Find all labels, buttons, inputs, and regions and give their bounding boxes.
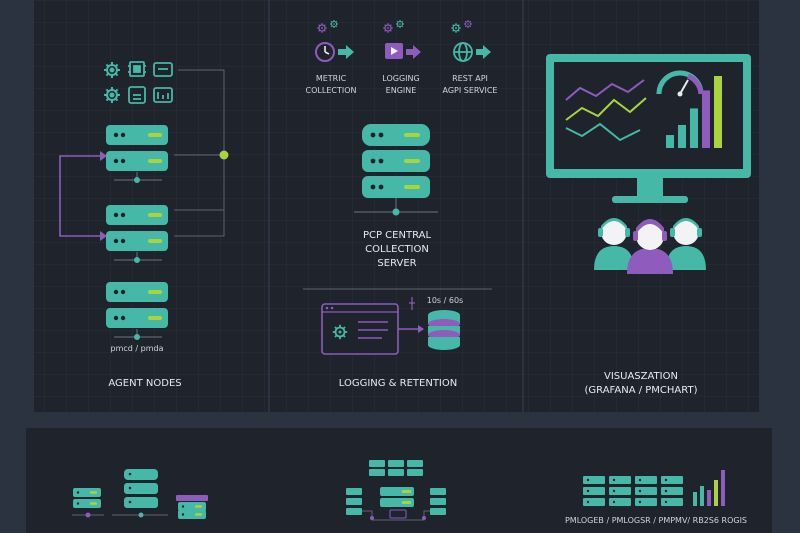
- user-icon-center: [627, 219, 673, 274]
- bar-chart-icon: [666, 76, 722, 148]
- arrow-right-icon: [338, 45, 354, 59]
- agent-rack-1: [106, 125, 168, 183]
- settings-icon: [103, 86, 121, 104]
- chip-icon: [128, 61, 146, 77]
- disk-icon: [128, 86, 146, 104]
- visualization-title-line1: VISUASZATION: [604, 371, 678, 382]
- bottom-left-cluster: [72, 469, 208, 519]
- network-icon: [153, 87, 173, 103]
- agent-rack-2: [106, 205, 168, 263]
- agent-nodes-title: AGENT NODES: [108, 378, 181, 389]
- metric-collection-service: METRIC COLLECTION: [306, 19, 357, 95]
- visualization-panel: VISUASZATION (GRAFANA / PMCHART): [524, 0, 759, 412]
- gear-icon: [103, 61, 121, 79]
- metric-label-line1: METRIC: [316, 74, 347, 83]
- agent-nodes-panel: pmcd / pmda AGENT NODES: [34, 0, 268, 412]
- visualization-title-line2: (GRAFANA / PMCHART): [585, 385, 698, 396]
- trend-line-lime: [565, 97, 647, 121]
- log-window: [321, 303, 399, 355]
- gauge-icon: [315, 42, 335, 62]
- server-label-line3: SERVER: [377, 258, 416, 269]
- bar-1: [666, 135, 674, 148]
- logging-engine-service: LOGGING ENGINE: [382, 19, 421, 95]
- server-label-line2: COLLECTION: [365, 244, 429, 255]
- arrow-head-bottom: [100, 231, 107, 241]
- bottom-right-label: PMLOGEB / PMLOGSR / PMPMV/ RB2S6 ROGIS: [565, 516, 747, 525]
- logging-label-line1: LOGGING: [382, 74, 419, 83]
- bottom-right-cluster: PMLOGEB / PMLOGSR / PMPMV/ RB2S6 ROGIS: [565, 470, 747, 525]
- connector-junction: [219, 150, 229, 160]
- trend-line-purple: [565, 79, 645, 101]
- agent-footer-label: pmcd / pmda: [111, 344, 164, 353]
- arrow-right-icon: [406, 45, 421, 59]
- memory-icon: [153, 62, 173, 77]
- bottom-center-cluster: [346, 460, 446, 521]
- agent-icon-grid: [103, 61, 173, 104]
- bar-5: [714, 76, 722, 148]
- arrow-head-top: [100, 151, 107, 161]
- monitor-icon: [546, 54, 751, 203]
- interval-label: 10s / 60s: [427, 296, 463, 305]
- arrow-right-icon: [476, 45, 491, 59]
- user-icon-right: [666, 218, 706, 270]
- feedback-arrow: [59, 155, 100, 237]
- central-server-stack: [354, 124, 438, 216]
- server-label-line1: PCP CENTRAL: [363, 230, 431, 241]
- logging-label-line2: ENGINE: [386, 86, 417, 95]
- users-group: [594, 218, 706, 274]
- retention-title: LOGGING & RETENTION: [339, 378, 458, 389]
- central-server-panel: METRIC COLLECTION LOGGING ENGINE: [270, 0, 522, 412]
- bottom-strip: PMLOGEB / PMLOGSR / PMPMV/ RB2S6 ROGIS: [26, 428, 772, 533]
- globe-icon: [453, 42, 473, 62]
- agent-rack-3: [106, 282, 168, 340]
- metric-label-line2: COLLECTION: [306, 86, 357, 95]
- bar-2: [678, 124, 686, 148]
- rest-label-line2: AGPI SERVICE: [443, 86, 498, 95]
- user-icon-left: [594, 218, 634, 270]
- trend-line-teal: [565, 122, 641, 142]
- database-icon: [428, 310, 460, 350]
- rest-label-line1: REST API: [452, 74, 488, 83]
- log-arrow: [398, 297, 424, 333]
- bar-3: [690, 108, 698, 148]
- bar-4: [702, 90, 710, 148]
- gauge-icon: [656, 70, 704, 97]
- rest-api-service: REST API AGPI SERVICE: [443, 19, 498, 95]
- play-log-icon: [385, 43, 403, 59]
